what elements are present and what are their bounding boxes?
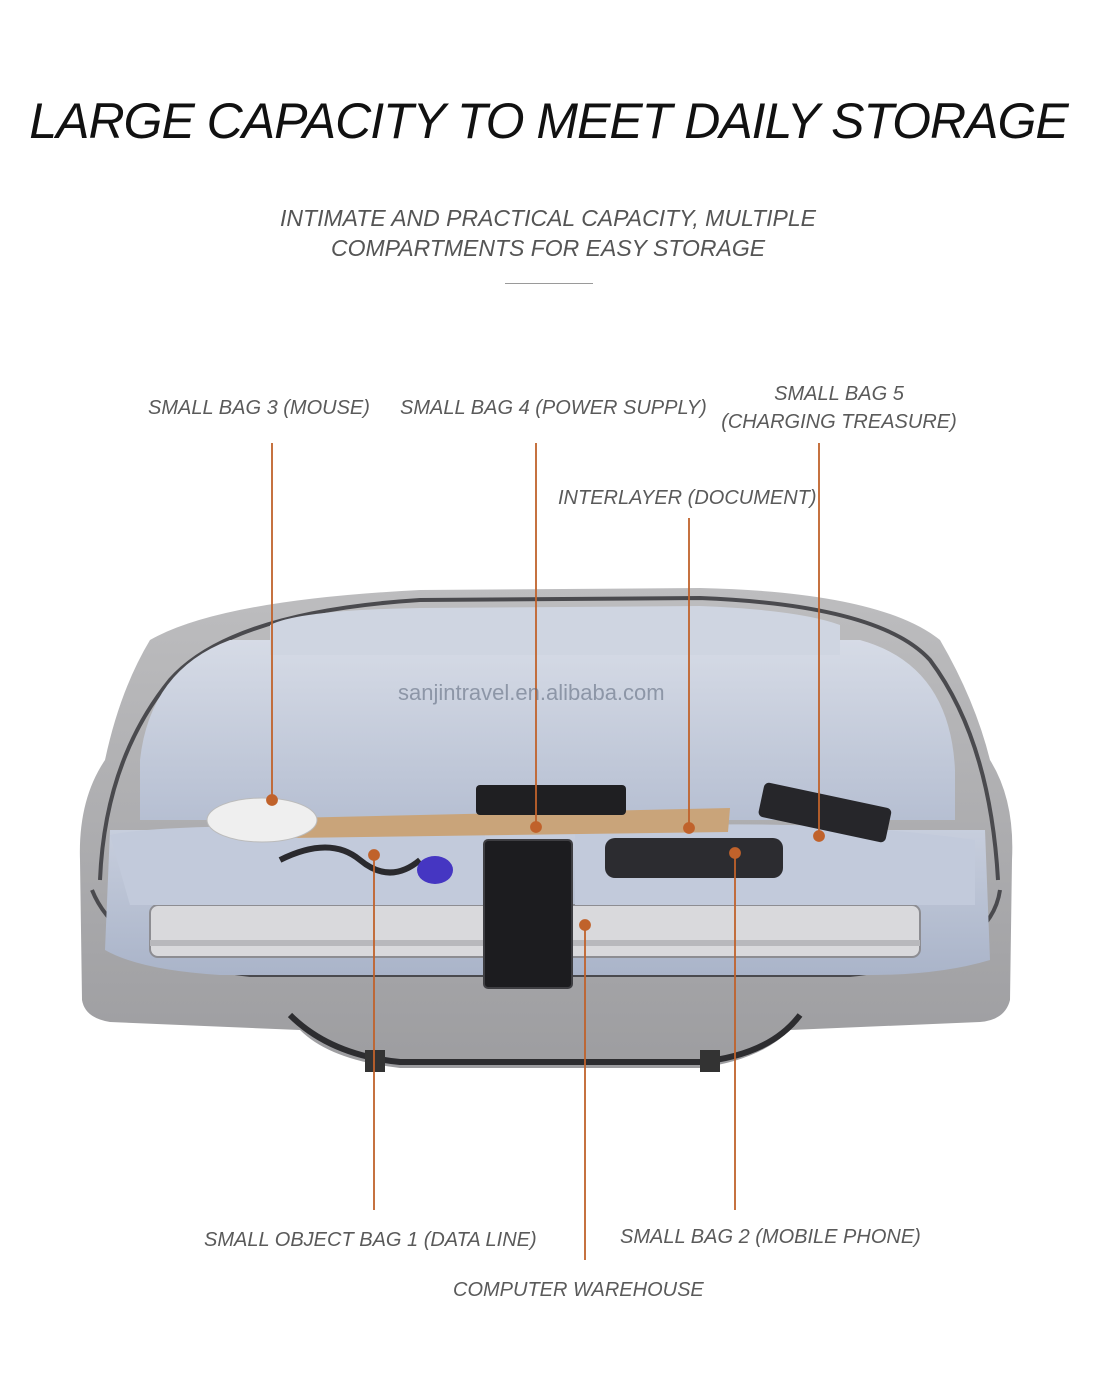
leader-lines [266, 443, 825, 1260]
dot-small-bag-5 [813, 830, 825, 842]
headline: LARGE CAPACITY TO MEET DAILY STORAGE [29, 93, 1068, 149]
callout-small-bag-2: SMALL BAG 2 (MOBILE PHONE) [620, 1226, 921, 1248]
callout-small-bag-3: SMALL BAG 3 (MOUSE) [148, 397, 370, 419]
callout-small-bag-5: SMALL BAG 5 (CHARGING TREASURE) [720, 380, 958, 436]
callout-small-bag-4: SMALL BAG 4 (POWER SUPPLY) [400, 397, 707, 419]
dot-small-bag-4 [530, 821, 542, 833]
dot-small-object-bag-1 [368, 849, 380, 861]
subtitle-line-1: INTIMATE AND PRACTICAL CAPACITY, MULTIPL… [280, 205, 816, 231]
watermark: sanjintravel.en.alibaba.com [398, 680, 665, 705]
dot-computer-warehouse [579, 919, 591, 931]
subtitle-line-2: COMPARTMENTS FOR EASY STORAGE [330, 235, 766, 261]
callout-small-object-bag-1: SMALL OBJECT BAG 1 (DATA LINE) [204, 1229, 537, 1251]
callout-small-bag-5-line-2: (CHARGING TREASURE) [721, 411, 957, 433]
divider [505, 283, 593, 284]
subtitle: INTIMATE AND PRACTICAL CAPACITY, MULTIPL… [248, 203, 848, 263]
interior [105, 606, 990, 989]
dot-small-bag-2 [729, 847, 741, 859]
dot-small-bag-3 [266, 794, 278, 806]
callout-computer-warehouse: COMPUTER WAREHOUSE [453, 1279, 704, 1301]
callout-small-bag-5-line-1: SMALL BAG 5 [774, 383, 904, 405]
dot-interlayer [683, 822, 695, 834]
callout-interlayer: INTERLAYER (DOCUMENT) [558, 487, 817, 509]
